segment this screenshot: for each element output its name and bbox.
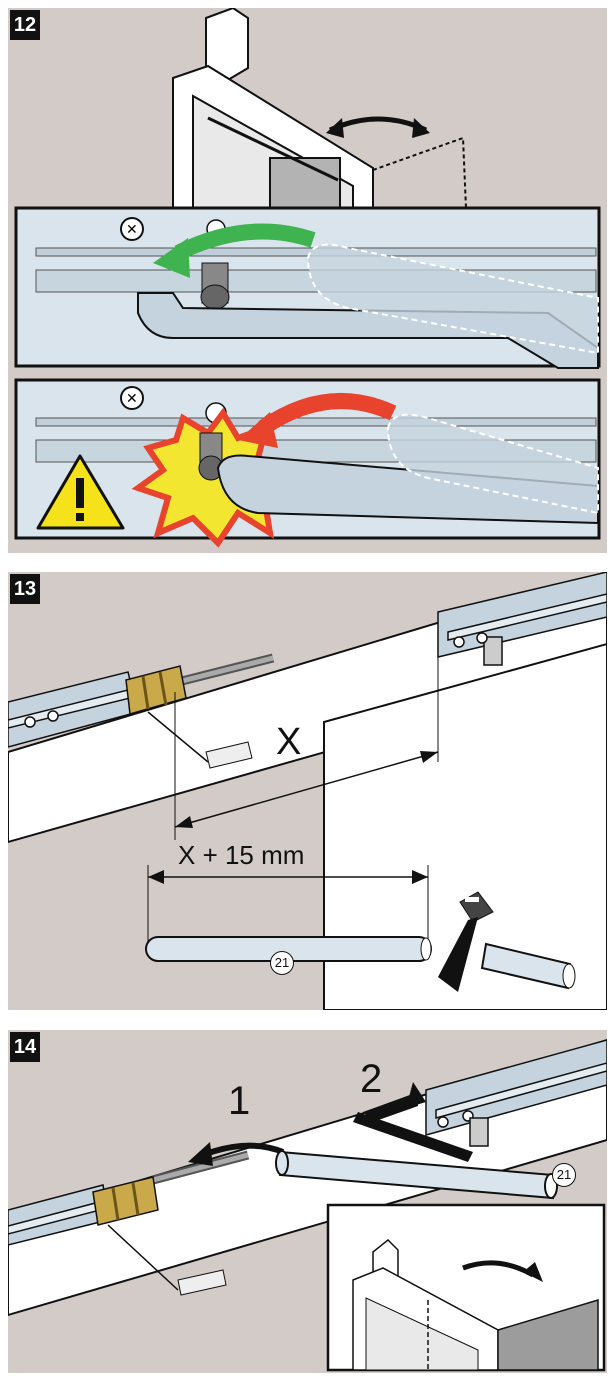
arrow-label-1: 1 — [228, 1079, 251, 1123]
door-panel — [323, 642, 607, 1010]
brass-coupling — [92, 1176, 159, 1226]
step-13-illustration — [8, 572, 607, 1010]
step-number-badge: 14 — [10, 1032, 40, 1062]
svg-text:✕: ✕ — [126, 222, 138, 238]
arrow-label-2: 2 — [360, 1057, 383, 1101]
dimension-label-x: X — [276, 721, 302, 763]
cable-connector — [177, 1269, 227, 1296]
step-12-illustration: ✕ ✕ — [8, 8, 607, 553]
rail-left — [8, 671, 139, 748]
correct-position-inset: ✕ — [14, 206, 601, 369]
rod-21 — [275, 1150, 558, 1200]
part-reference-21: 21 — [270, 951, 294, 975]
step-12-panel: ✕ ✕ — [8, 8, 607, 553]
step-14-illustration — [8, 1030, 607, 1373]
cable-connector — [205, 741, 253, 769]
brass-coupling — [125, 665, 187, 715]
step-14-panel: 14 1 2 21 — [8, 1030, 607, 1373]
rod-offcut — [480, 942, 576, 990]
part-reference-21: 21 — [552, 1163, 576, 1187]
svg-text:✕: ✕ — [126, 391, 138, 407]
saw-icon — [438, 891, 494, 992]
screw-head-icon — [120, 217, 144, 241]
door-open-inset — [326, 1203, 606, 1372]
swing-arrow — [326, 116, 430, 138]
step-number-badge: 13 — [10, 574, 40, 604]
step-13-panel: 13 X X + 15 mm 21 — [8, 572, 607, 1010]
step-number-badge: 12 — [10, 10, 40, 40]
warning-triangle-icon — [36, 454, 125, 530]
incorrect-position-inset: ✕ — [14, 378, 601, 548]
cut-length-label: X + 15 mm — [178, 840, 305, 870]
rail-right — [425, 1039, 607, 1147]
